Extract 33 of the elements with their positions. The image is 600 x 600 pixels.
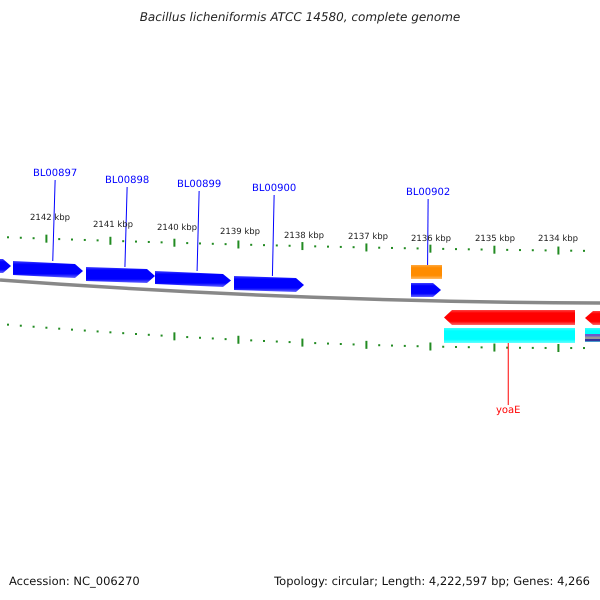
feature-bar [585,328,600,342]
feature-bar [411,265,442,279]
gene-feature [585,311,600,325]
gene-label: BL00902 [406,187,450,199]
gene-feature [155,271,231,287]
gene-feature [13,261,83,278]
scale-label: 2139 kbp [220,227,260,237]
feature-bar [444,328,575,343]
scale-label: 2137 kbp [348,232,388,242]
leader-line [427,198,429,266]
gene-label: BL00899 [177,179,222,191]
gene-label: BL00897 [33,168,78,180]
scale-label: 2140 kbp [157,223,198,233]
gene-label: BL00900 [252,183,296,195]
gene-feature [86,267,155,283]
scale-label: 2142 kbp [30,213,70,223]
gene-feature [411,283,441,297]
scale-label: 2138 kbp [284,231,324,241]
gene-label: BL00898 [105,175,150,187]
gene-feature [234,276,304,292]
leader-line [272,194,275,276]
gene-feature [444,310,575,325]
scale-label: 2134 kbp [538,234,578,244]
genome-info-text: Topology: circular; Length: 4,222,597 bp; Genes: 4,266 [274,574,590,588]
leader-line [196,190,200,272]
map-title: Bacillus licheniformis ATCC 14580, complete genome [138,10,462,24]
accession-text: Accession: NC_006270 [9,574,140,588]
scale-label: 2135 kbp [475,234,516,244]
gene-label: yoaE [496,405,520,417]
leader-line [124,186,128,268]
leader-line [508,342,509,406]
gene-feature [0,259,11,273]
leader-line [52,180,56,262]
